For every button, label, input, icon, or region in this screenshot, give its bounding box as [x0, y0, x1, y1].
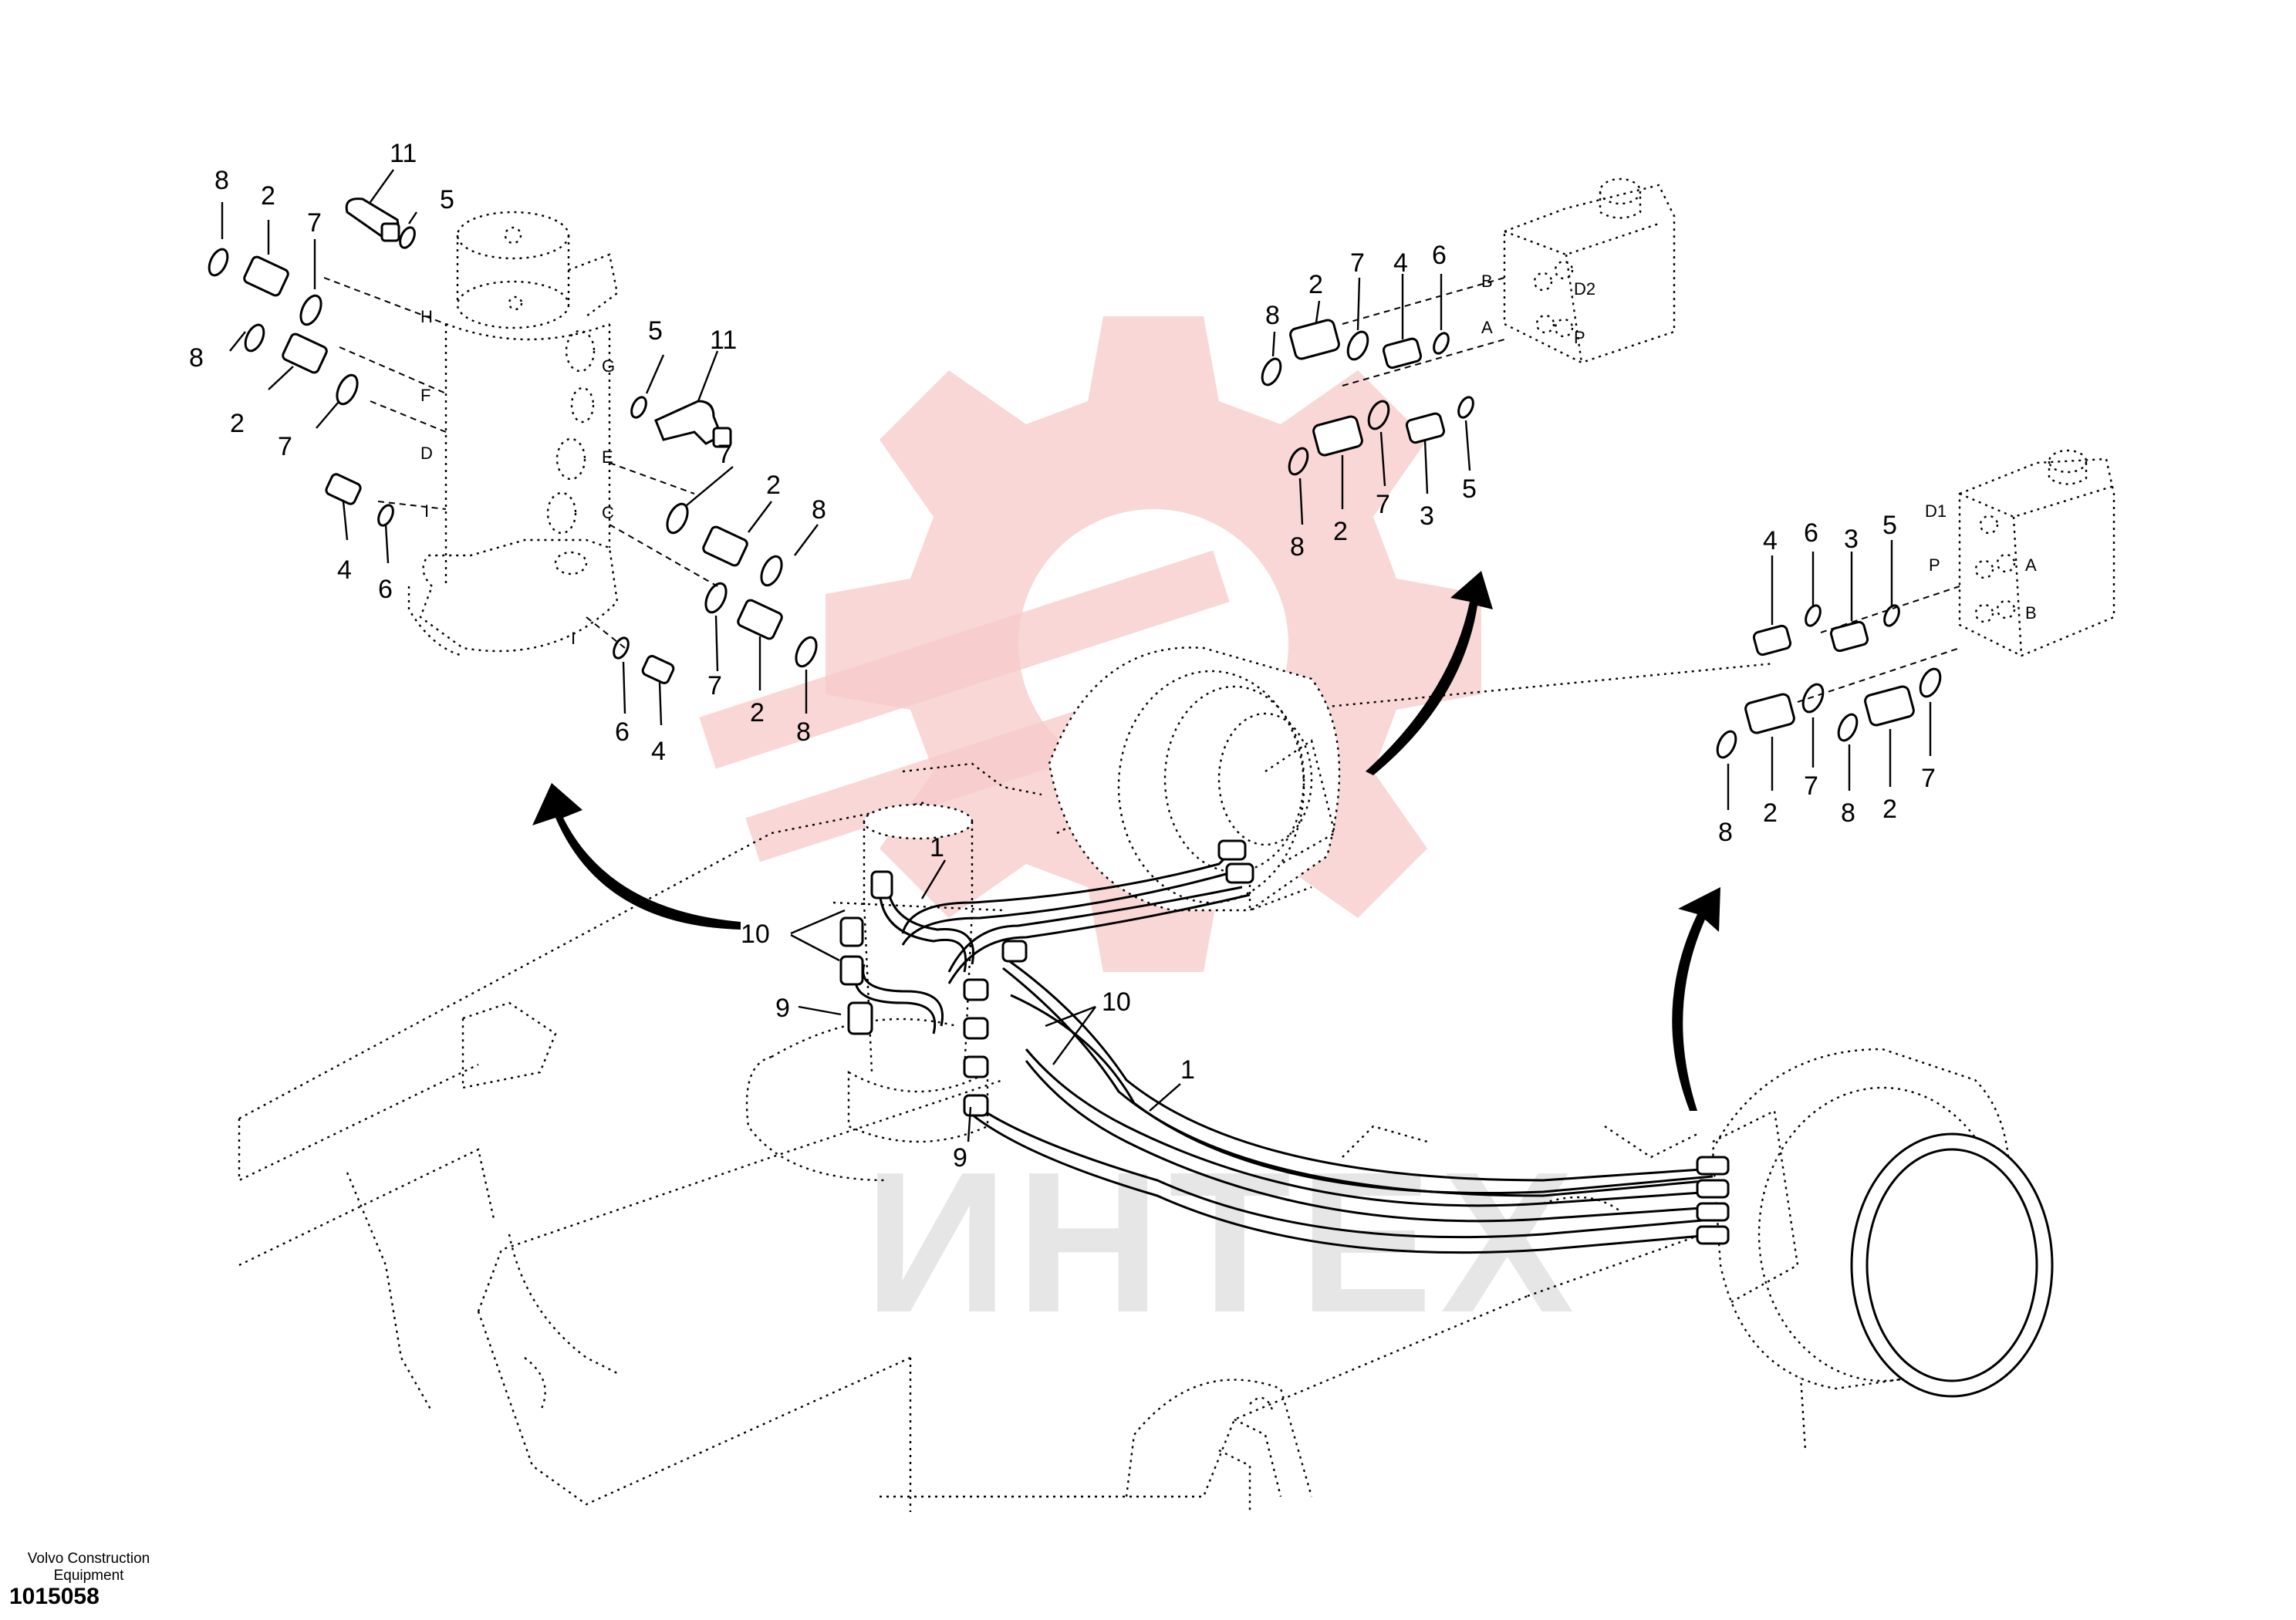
- callout-8: 8: [796, 717, 811, 747]
- callout-2: 2: [1333, 517, 1348, 546]
- arrow-to-swivel-detail-icon: [532, 783, 741, 930]
- callout-7: 7: [1376, 490, 1390, 519]
- callout-4: 4: [651, 737, 666, 766]
- callout-5: 5: [1462, 474, 1477, 504]
- callout-2: 2: [1763, 798, 1778, 828]
- figure-number: 1015058: [9, 1584, 100, 1609]
- watermark-text: ИНТЕХ: [864, 1131, 1582, 1355]
- callout-2: 2: [1882, 795, 1897, 824]
- hose-fittings: [839, 839, 1730, 1245]
- callout-5: 5: [1882, 511, 1897, 540]
- callout-2: 2: [1308, 270, 1323, 299]
- port-label: D2: [1574, 279, 1595, 299]
- port-label: E: [602, 447, 613, 467]
- callout-4: 4: [1393, 248, 1408, 278]
- callout-8: 8: [1290, 532, 1305, 562]
- callout-7: 7: [707, 671, 722, 700]
- callout-6: 6: [615, 717, 630, 747]
- callout-5: 5: [440, 185, 454, 214]
- port-label: A: [1481, 318, 1493, 337]
- callout-6: 6: [1432, 241, 1447, 270]
- right-motor-valve-detail: D1 P A B 4 6 3 5: [1716, 449, 2115, 847]
- callout-11: 11: [390, 139, 417, 168]
- port-label: I: [571, 629, 576, 648]
- right-travel-motor: [1711, 1048, 2054, 1398]
- port-label: D: [420, 444, 433, 463]
- callout-2: 2: [230, 409, 245, 438]
- upper-motor-fittings: [1289, 319, 1446, 457]
- callout-11: 11: [710, 326, 737, 355]
- callout-10: 10: [741, 920, 770, 949]
- port-label: D1: [1925, 501, 1947, 521]
- center-swivel-joint: [832, 803, 1004, 1143]
- upper-motor-valve-detail: B D2 A P 8 2 7 4: [1261, 177, 1676, 562]
- callout-1: 1: [1180, 1055, 1195, 1085]
- callout-9: 9: [775, 994, 790, 1023]
- callout-10: 10: [1102, 987, 1131, 1017]
- arrow-to-right-motor-detail-icon: [1672, 887, 1720, 1111]
- callout-3: 3: [1844, 525, 1859, 554]
- right-motor-o-rings: [1716, 604, 1942, 759]
- callout-2: 2: [261, 181, 275, 211]
- callout-2: 2: [766, 471, 781, 500]
- callout-2: 2: [750, 698, 765, 727]
- callout-7: 7: [1804, 771, 1818, 801]
- port-label: B: [1481, 272, 1493, 291]
- callout-6: 6: [1804, 518, 1818, 548]
- hydraulic-hoses: [839, 839, 1730, 1254]
- swivel-fittings: [243, 197, 783, 684]
- callout-7: 7: [718, 440, 732, 469]
- port-label: P: [1929, 555, 1940, 575]
- callout-8: 8: [1718, 818, 1733, 847]
- view-arrows: [532, 571, 1720, 1111]
- callout-8: 8: [812, 495, 826, 525]
- callout-8: 8: [214, 166, 229, 195]
- port-label: P: [1574, 328, 1585, 347]
- port-label: F: [420, 386, 430, 405]
- callout-4: 4: [337, 555, 352, 585]
- callout-6: 6: [378, 575, 393, 604]
- port-label: C: [602, 503, 614, 522]
- upper-motor-o-rings: [1261, 330, 1474, 476]
- callout-7: 7: [307, 208, 322, 238]
- callout-7: 7: [278, 432, 292, 461]
- swivel-o-rings: [208, 226, 818, 668]
- port-label: I: [424, 501, 429, 521]
- callout-8: 8: [1265, 301, 1280, 330]
- company-name: Volvo Construction Equipment: [27, 1551, 150, 1584]
- footer-brand: Volvo Construction Equipment: [8, 1551, 170, 1585]
- callout-7: 7: [1921, 764, 1936, 793]
- hose-callouts: 1 10 9 10 1 9: [741, 833, 1195, 1173]
- callout-9: 9: [953, 1143, 967, 1173]
- port-label: G: [602, 356, 615, 376]
- upper-travel-motor: [1048, 646, 1341, 912]
- right-motor-fittings: [1744, 620, 1915, 734]
- callout-7: 7: [1350, 248, 1365, 278]
- callout-4: 4: [1763, 526, 1778, 555]
- callout-8: 8: [189, 343, 204, 373]
- callout-5: 5: [648, 316, 663, 346]
- callout-3: 3: [1420, 501, 1434, 531]
- port-label: B: [2025, 603, 2037, 623]
- port-label: A: [2025, 555, 2037, 575]
- arrow-to-upper-motor-detail-icon: [1366, 571, 1493, 775]
- callout-1: 1: [930, 833, 944, 862]
- swivel-detail-view: H F D I G E C I: [189, 139, 826, 766]
- callout-8: 8: [1841, 798, 1855, 828]
